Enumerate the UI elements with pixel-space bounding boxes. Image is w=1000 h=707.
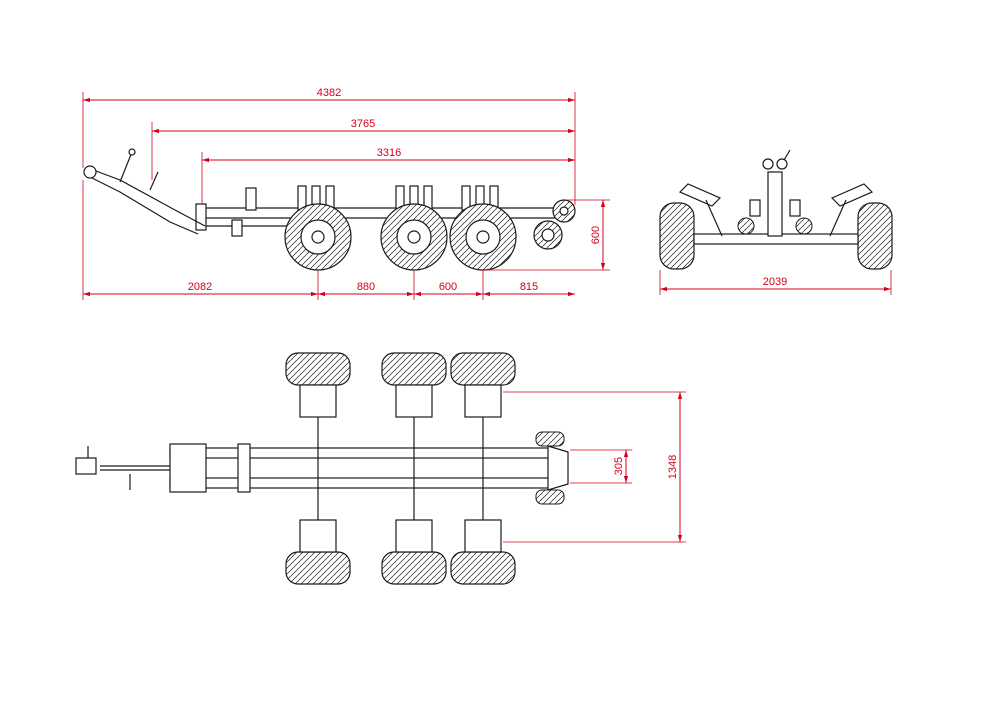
dimension-frame-length: 3765 (151, 118, 575, 180)
dimension-overall-length-text: 4382 (317, 87, 341, 99)
dimension-height-text: 600 (590, 226, 602, 244)
side-wheel-2 (380, 203, 448, 271)
rear-wheel-left (659, 202, 695, 270)
dimension-bunk-spacing-text: 1348 (667, 455, 679, 479)
top-wheels-lower (285, 551, 516, 585)
top-bunks (299, 384, 502, 553)
dimension-roller-spacing: 305 (570, 449, 632, 484)
top-view: 305 1348 (75, 352, 686, 585)
dimension-bottom-chain: 2082 880 600 815 (82, 180, 575, 300)
rear-center-post (737, 149, 813, 237)
rear-wheel-right (857, 202, 893, 270)
dimension-segment-2-text: 880 (357, 281, 375, 293)
dimension-segment-4-text: 815 (520, 281, 538, 293)
dimension-bunk-length: 3316 (201, 147, 575, 204)
dimension-segment-3-text: 600 (439, 281, 457, 293)
side-wheel-3 (449, 203, 517, 271)
top-wheels-upper (285, 352, 516, 386)
dimension-overall-width: 2039 (659, 270, 892, 295)
rear-bunks (678, 183, 874, 237)
top-rear-rollers (535, 431, 565, 505)
dimension-overall-width-text: 2039 (763, 276, 787, 288)
top-frame (75, 443, 569, 493)
side-rear-roller (533, 199, 576, 250)
dimension-overall-length: 4382 (82, 87, 576, 205)
dimension-roller-spacing-text: 305 (613, 457, 625, 475)
side-frame (83, 148, 560, 237)
side-wheel-1 (284, 203, 352, 271)
dimension-height: 600 (483, 199, 610, 271)
dimension-frame-length-text: 3765 (351, 118, 375, 130)
dimension-bunk-spacing: 1348 (503, 391, 686, 543)
rear-view: 2039 (659, 149, 893, 295)
dimension-bunk-length-text: 3316 (377, 147, 401, 159)
side-view: 4382 3765 3316 600 2082 8 (82, 87, 610, 300)
dimension-segment-1-text: 2082 (188, 281, 212, 293)
